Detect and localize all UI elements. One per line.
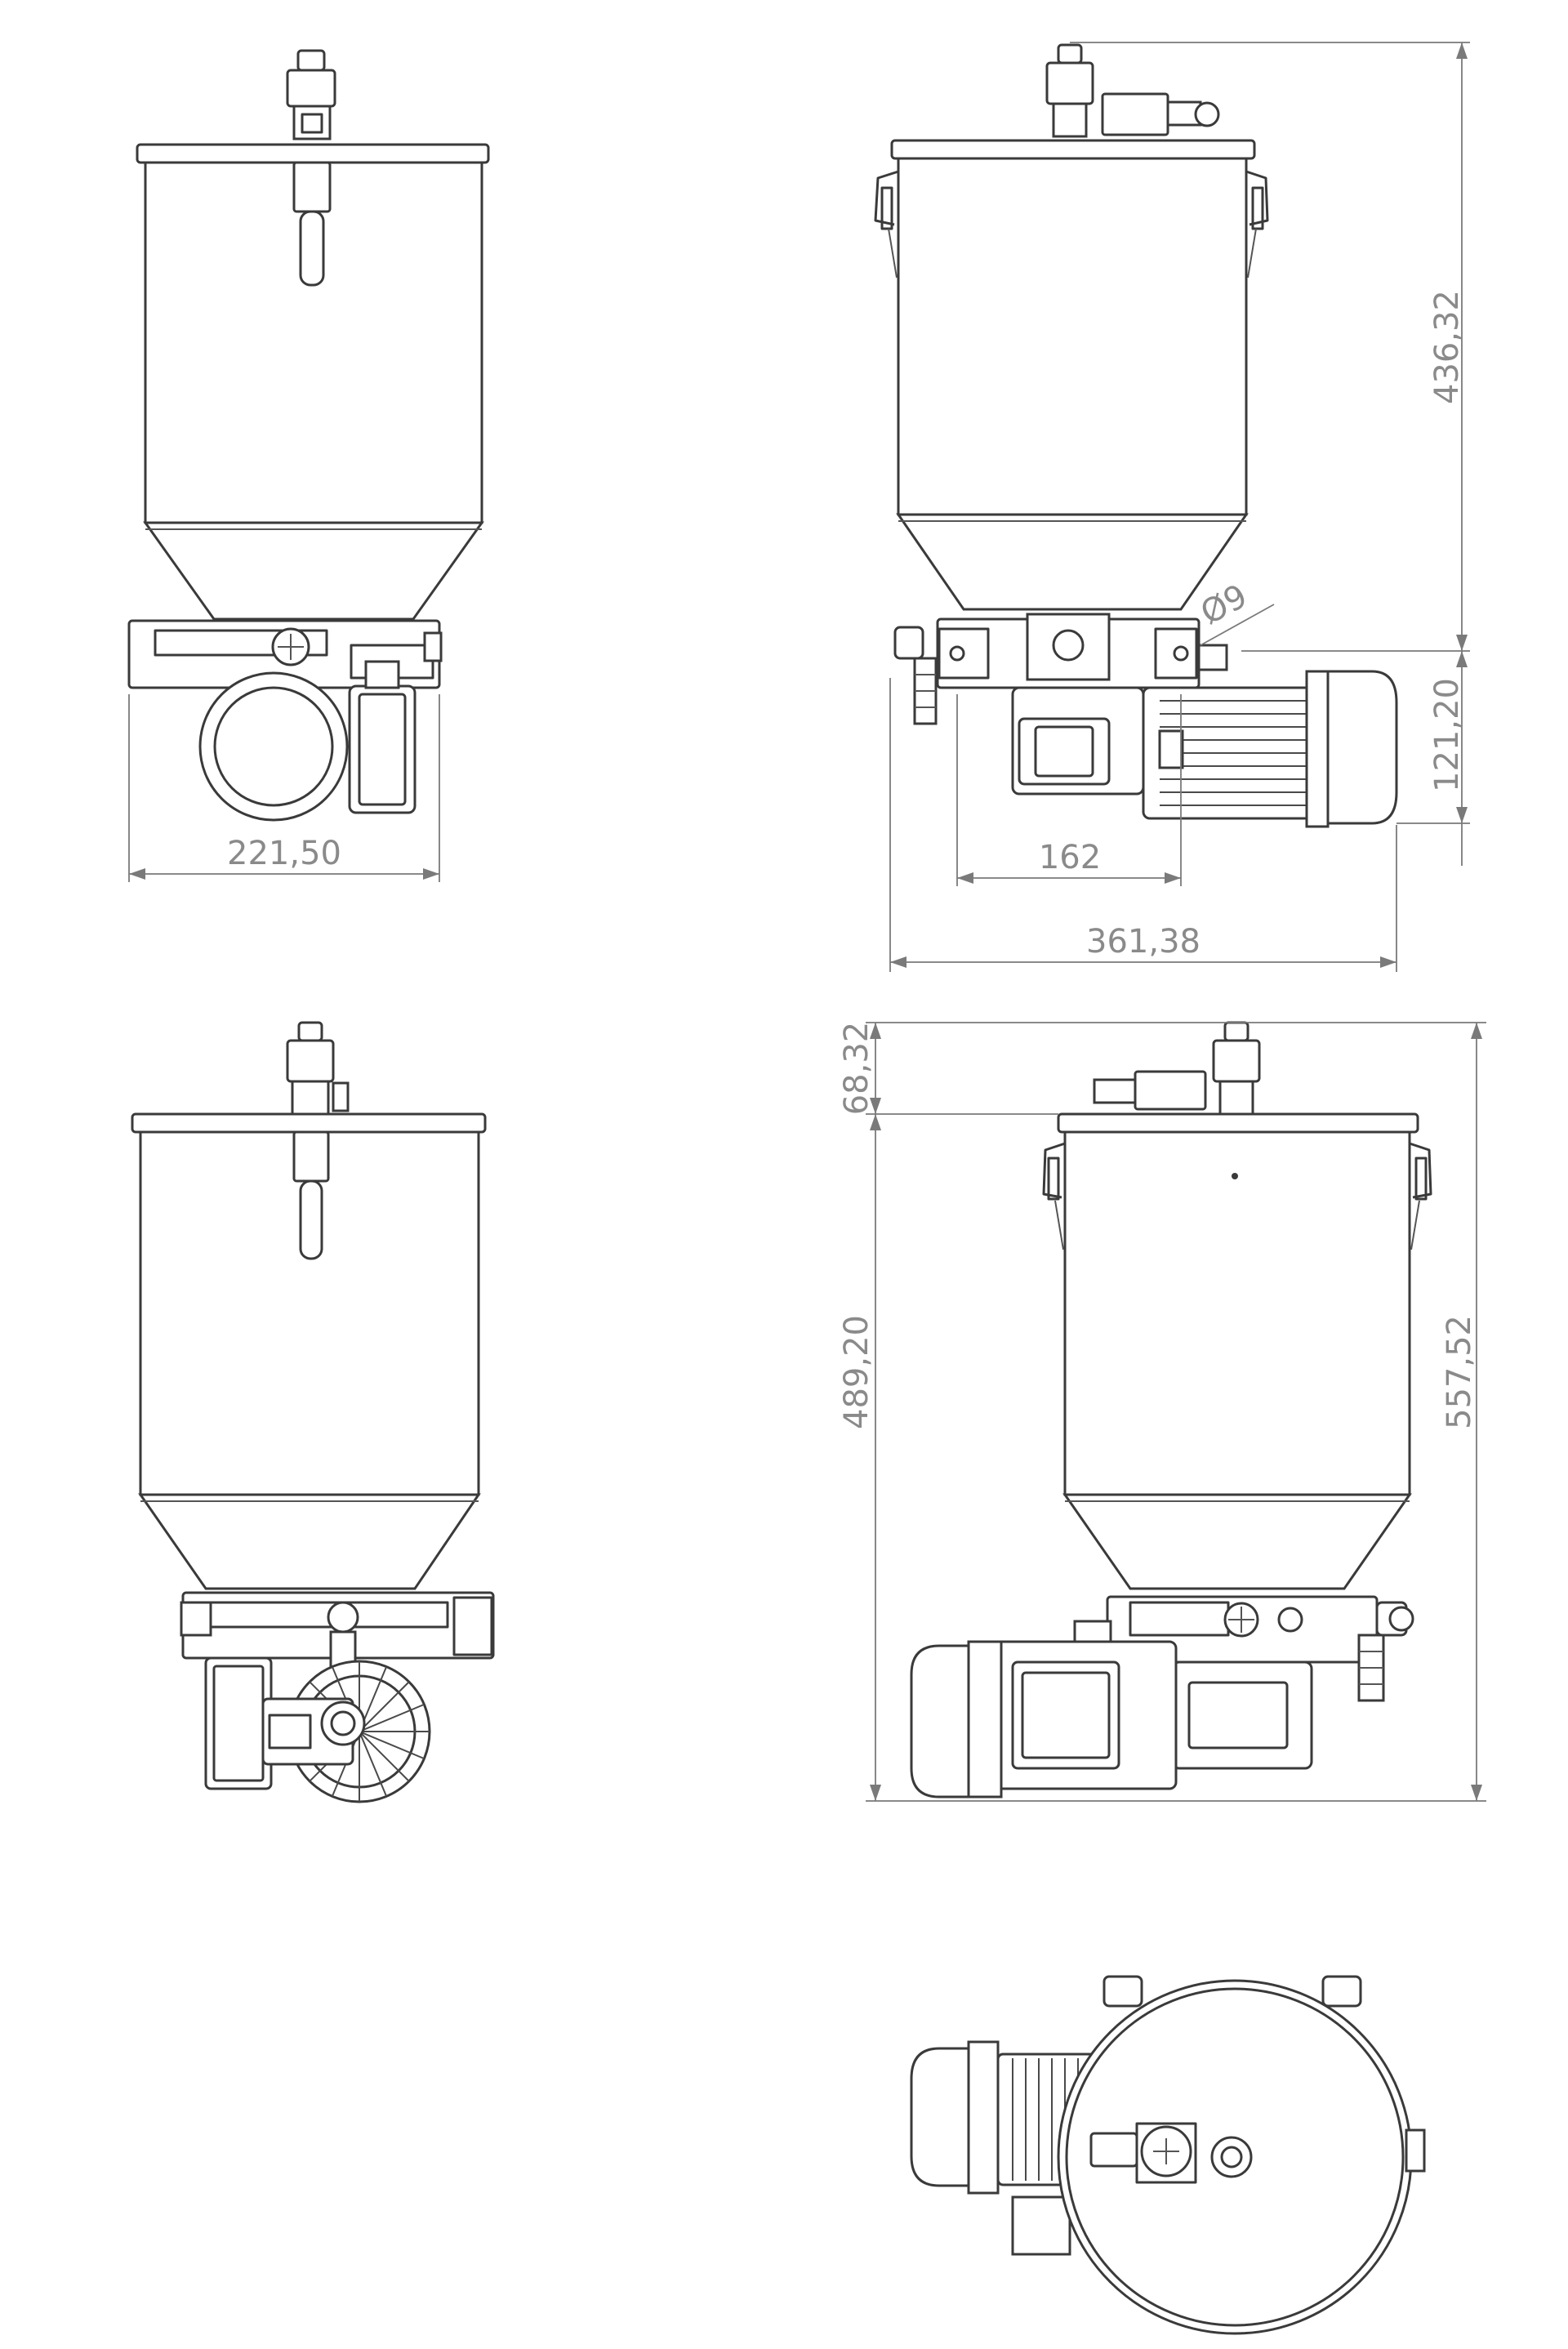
- dimension-height-top: 436,32: [1070, 42, 1470, 652]
- dim-label-height-top: 436,32: [1428, 290, 1466, 404]
- dim-label-top-offset: 68,32: [838, 1022, 875, 1116]
- dim-label-motor-height: 121,20: [1428, 678, 1466, 792]
- dim-label-mount-spacing: 162: [1039, 839, 1101, 876]
- dimension-overall-width: 361,38: [889, 678, 1397, 972]
- dimension-width-front: 221,50: [128, 694, 440, 882]
- rear-view: [131, 1021, 495, 1803]
- dim-label-overall-width: 361,38: [1086, 923, 1200, 961]
- dim-label-body-height: 489,20: [838, 1315, 875, 1429]
- side-view: [874, 43, 1398, 828]
- dimension-mount-spacing: 162: [956, 694, 1182, 886]
- dimension-overall-height: 557,52: [1441, 1023, 1482, 1801]
- dim-label-overall-height: 557,52: [1441, 1315, 1478, 1429]
- motor-fins-side: [1160, 700, 1307, 806]
- dim-label-width-front: 221,50: [227, 835, 341, 872]
- dimension-top-offset: 68,32: [838, 1022, 1486, 1116]
- dimension-body-height: 489,20: [838, 1114, 1486, 1802]
- dim-label-hole-diameter: Ø9: [1195, 577, 1254, 632]
- dimension-motor-height: 121,20: [1396, 651, 1470, 866]
- top-view: [910, 1975, 1426, 2335]
- dimension-hole-diameter: Ø9: [1195, 577, 1275, 646]
- front-view: [127, 49, 490, 822]
- side-view-2: [910, 1021, 1432, 1799]
